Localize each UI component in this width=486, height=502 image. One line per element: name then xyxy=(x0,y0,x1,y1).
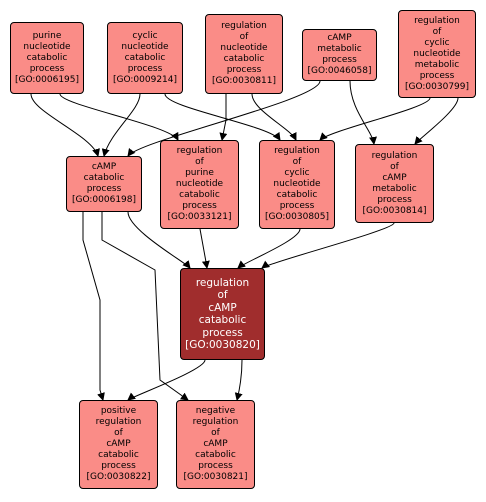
edge-go-0006198-to-go-0030821 xyxy=(101,212,189,401)
edge-go-0030814-to-go-0030820 xyxy=(261,222,395,269)
node-go-0046058[interactable]: cAMP metabolic process [GO:0046058] xyxy=(302,29,377,81)
edge-go-0030805-to-go-0030820 xyxy=(237,228,301,269)
node-go-0030821[interactable]: negative regulation of cAMP catabolic pr… xyxy=(176,400,255,489)
edge-go-0030811-to-go-0030805 xyxy=(251,93,297,141)
node-go-0030811[interactable]: regulation of nucleotide catabolic proce… xyxy=(205,14,283,94)
node-go-0006198[interactable]: cAMP catabolic process [GO:0006198] xyxy=(66,156,142,212)
edge-go-0030799-to-go-0030814 xyxy=(414,97,459,145)
edge-go-0030820-to-go-0030821 xyxy=(234,359,243,401)
node-go-0030822[interactable]: positive regulation of cAMP catabolic pr… xyxy=(79,400,158,489)
edge-go-0046058-to-go-0006198 xyxy=(127,80,321,157)
edge-go-0009214-to-go-0006198 xyxy=(101,93,141,157)
edge-go-0030820-to-go-0030822 xyxy=(127,359,206,401)
edge-go-0030799-to-go-0030805 xyxy=(319,97,431,141)
node-go-0030814[interactable]: regulation of cAMP metabolic process [GO… xyxy=(355,144,434,223)
edge-go-0009214-to-go-0030805 xyxy=(164,93,281,141)
node-go-0006195[interactable]: purine nucleotide catabolic process [GO:… xyxy=(10,22,84,94)
node-go-0030805[interactable]: regulation of cyclic nucleotide cataboli… xyxy=(259,140,335,229)
edge-go-0046058-to-go-0030814 xyxy=(349,80,377,145)
edge-go-0006198-to-go-0030822 xyxy=(82,212,105,401)
edge-go-0033121-to-go-0030820 xyxy=(199,228,210,269)
node-go-0009214[interactable]: cyclic nucleotide catabolic process [GO:… xyxy=(107,22,183,94)
edge-go-0006195-to-go-0033121 xyxy=(59,93,179,141)
edge-go-0006198-to-go-0030820 xyxy=(127,211,191,269)
edge-go-0030811-to-go-0033121 xyxy=(219,94,228,141)
node-go-0030820-focus[interactable]: regulation of cAMP catabolic process [GO… xyxy=(180,268,265,360)
node-go-0033121[interactable]: regulation of purine nucleotide cataboli… xyxy=(160,140,239,229)
node-go-0030799[interactable]: regulation of cyclic nucleotide metaboli… xyxy=(398,10,476,98)
edge-go-0006195-to-go-0006198 xyxy=(30,93,100,157)
